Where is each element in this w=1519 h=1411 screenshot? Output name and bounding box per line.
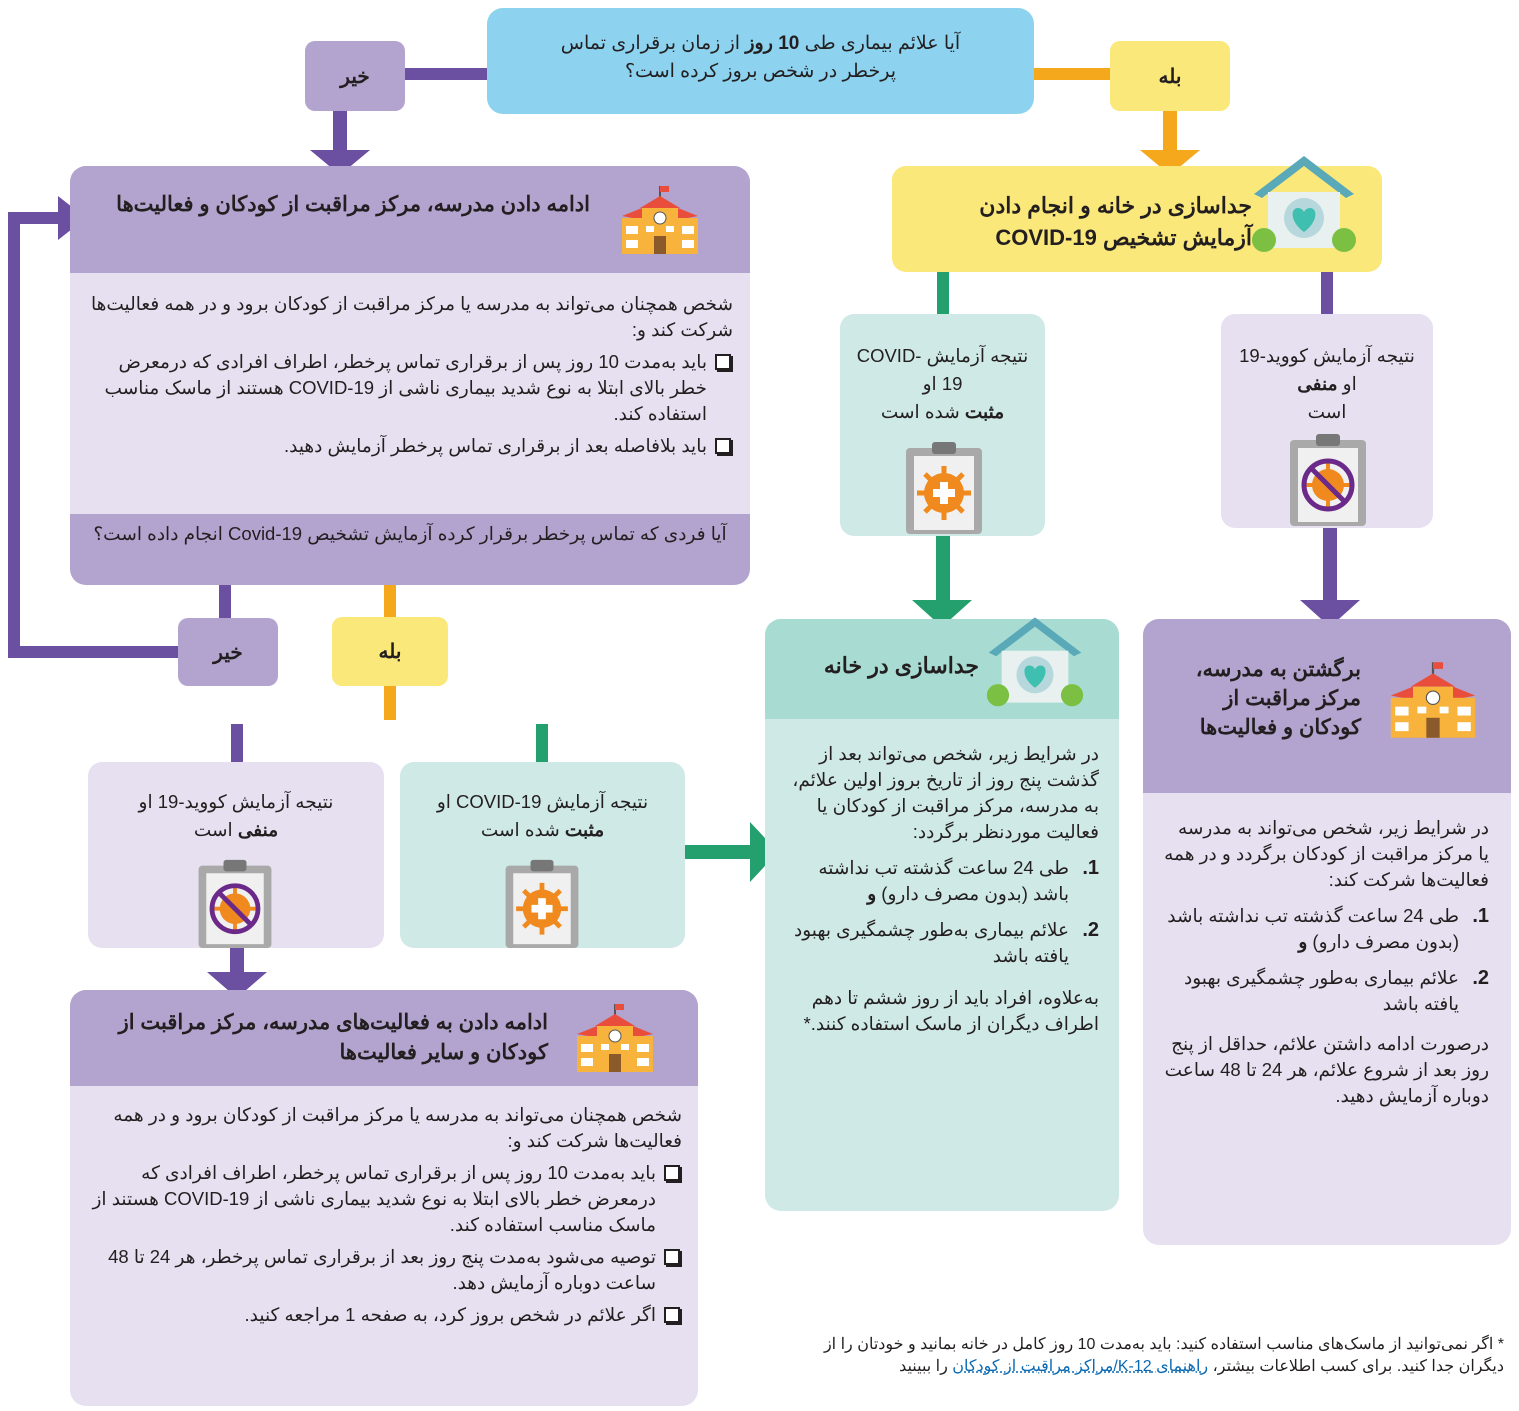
return-box-extra: درصورت ادامه داشتن علائم، حداقل از پنج ر… <box>1164 1033 1489 1106</box>
list-item: 1.طی 24 ساعت گذشته تب نداشته باشد (بدون … <box>1167 905 1489 952</box>
return-box-intro: در شرایط زیر، شخص می‌تواند به مدرسه یا م… <box>1164 817 1489 890</box>
result-negative-bottom: نتیجه آزمایش کووید-19 او منفی است <box>88 762 384 948</box>
arrow-down-no-top <box>310 150 370 175</box>
school-icon <box>1388 660 1478 740</box>
house-heart-icon <box>985 612 1085 708</box>
guidance-link[interactable]: راهنمای K-12/مراکز مراقبت از کودکان <box>952 1358 1209 1375</box>
list-item: توصیه می‌شود به‌مدت پنج روز بعد از برقرا… <box>88 1244 682 1296</box>
arrow-down-negative-bottom <box>207 972 267 998</box>
arrow-down-positive <box>912 600 972 627</box>
list-item: 1.طی 24 ساعت گذشته تب نداشته باشد (بدون … <box>818 857 1099 904</box>
positive-test-icon <box>502 856 582 948</box>
result-positive-bottom: نتیجه آزمایش COVID-19 او مثبت شده است <box>400 762 685 948</box>
house-heart-icon <box>1250 152 1358 252</box>
arrow-down-yes-top <box>1140 150 1200 175</box>
connector-loop-back <box>8 212 178 658</box>
negative-test-icon <box>1288 430 1368 526</box>
school-icon <box>620 184 700 256</box>
continue-box-title: ادامه دادن مدرسه، مرکز مراقبت از کودکان … <box>116 193 590 216</box>
footnote: * اگر نمی‌توانید از ماسک‌های مناسب استفا… <box>823 1336 1504 1375</box>
list-item: باید به‌مدت 10 روز پس از برقراری تماس پر… <box>88 349 733 427</box>
no-label-bottom: خیر <box>178 618 278 686</box>
list-item: باید بلافاصله بعد از برقراری تماس پرخطر … <box>88 433 733 459</box>
yes-label-top: بله <box>1110 41 1230 111</box>
list-item: 2.علائم بیماری به‌طور چشمگیری بهبود یافت… <box>1183 967 1489 1014</box>
list-item: باید به‌مدت 10 روز پس از برقراری تماس پر… <box>88 1160 682 1238</box>
positive-test-icon <box>904 438 984 534</box>
no-label-top: خیر <box>305 41 405 111</box>
arrow-down-negative <box>1300 600 1360 627</box>
test-question-band: آیا فردی که تماس پرخطر برقرار کرده آزمای… <box>70 514 750 585</box>
arrow-right-positive-bottom <box>750 822 778 882</box>
top-question-box: آیا علائم بیماری طی 10 روز از زمان برقرا… <box>487 8 1034 114</box>
isolate-home-extra: به‌علاوه، افراد باید از روز ششم تا دهم ا… <box>803 987 1099 1034</box>
negative-test-icon <box>195 856 275 948</box>
school-icon <box>575 1002 655 1074</box>
yes-label-bottom: بله <box>332 617 448 686</box>
continue-box-intro: شخص همچنان می‌تواند به مدرسه یا مرکز مرا… <box>91 293 733 340</box>
continue-box2-intro: شخص همچنان می‌تواند به مدرسه یا مرکز مرا… <box>113 1104 682 1151</box>
result-negative-top: نتیجه آزمایش کووید-19 او منفی است <box>1221 314 1433 528</box>
isolate-home-intro: در شرایط زیر، شخص می‌تواند بعد از گذشت پ… <box>792 743 1099 842</box>
list-item: 2.علائم بیماری به‌طور چشمگیری بهبود یافت… <box>793 919 1099 966</box>
list-item: اگر علائم در شخص بروز کرد، به صفحه 1 مرا… <box>88 1302 682 1328</box>
continue-activities-box: ادامه دادن مدرسه، مرکز مراقبت از کودکان … <box>70 166 750 585</box>
